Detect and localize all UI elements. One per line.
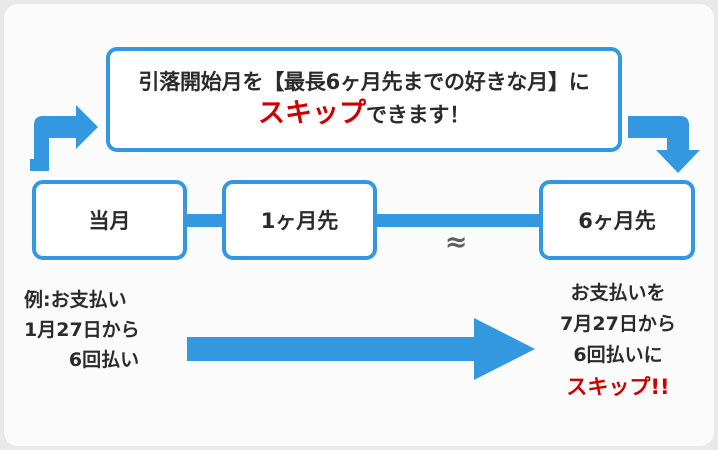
timeline-box-six-months-ahead[interactable]: 6ヶ月先 [539,180,695,260]
timeline-box-current-month[interactable]: 当月 [32,180,187,260]
timeline-box-label: 6ヶ月先 [578,209,656,233]
right-note-skip-emphasis: スキップ!! [566,375,670,399]
left-note-line: 1月27日から [24,319,140,341]
example-left-note: 例:お支払い 1月27日から 6回払い [24,285,184,375]
timeline-box-one-month-ahead[interactable]: 1ヶ月先 [222,180,377,260]
skip-callout-box: 引落開始月を【最長6ヶ月先までの好きな月】に スキップできます！ [106,47,622,152]
callout-line-1: 引落開始月を【最長6ヶ月先までの好きな月】に [138,70,590,94]
right-note-line: 7月27日から [560,313,676,335]
diagram-card: 引落開始月を【最長6ヶ月先までの好きな月】に スキップできます！ 当月 1ヶ月先… [4,4,714,446]
example-right-note: お支払いを 7月27日から 6回払いに スキップ!! [536,278,700,404]
timeline-box-label: 1ヶ月先 [260,209,339,233]
timeline-connector-1 [372,214,544,227]
timeline-connector-0 [182,214,227,227]
elbow-arrow-right-down-icon [628,116,700,173]
elbow-arrow-up-right-icon [30,105,98,171]
left-note-line: 例:お支払い [24,289,127,311]
timeline-box-label: 当月 [88,209,131,233]
left-note-line: 6回払い [68,349,140,371]
callout-line-2: スキップできます！ [258,97,470,132]
callout-skip-emphasis: スキップ [258,98,366,129]
right-note-line: 6回払いに [573,344,663,366]
arrow-right-thick-icon [187,318,535,380]
callout-skip-tail: できます！ [366,103,470,127]
approximately-symbol: ≈ [444,227,468,258]
right-note-line: お支払いを [570,282,666,304]
